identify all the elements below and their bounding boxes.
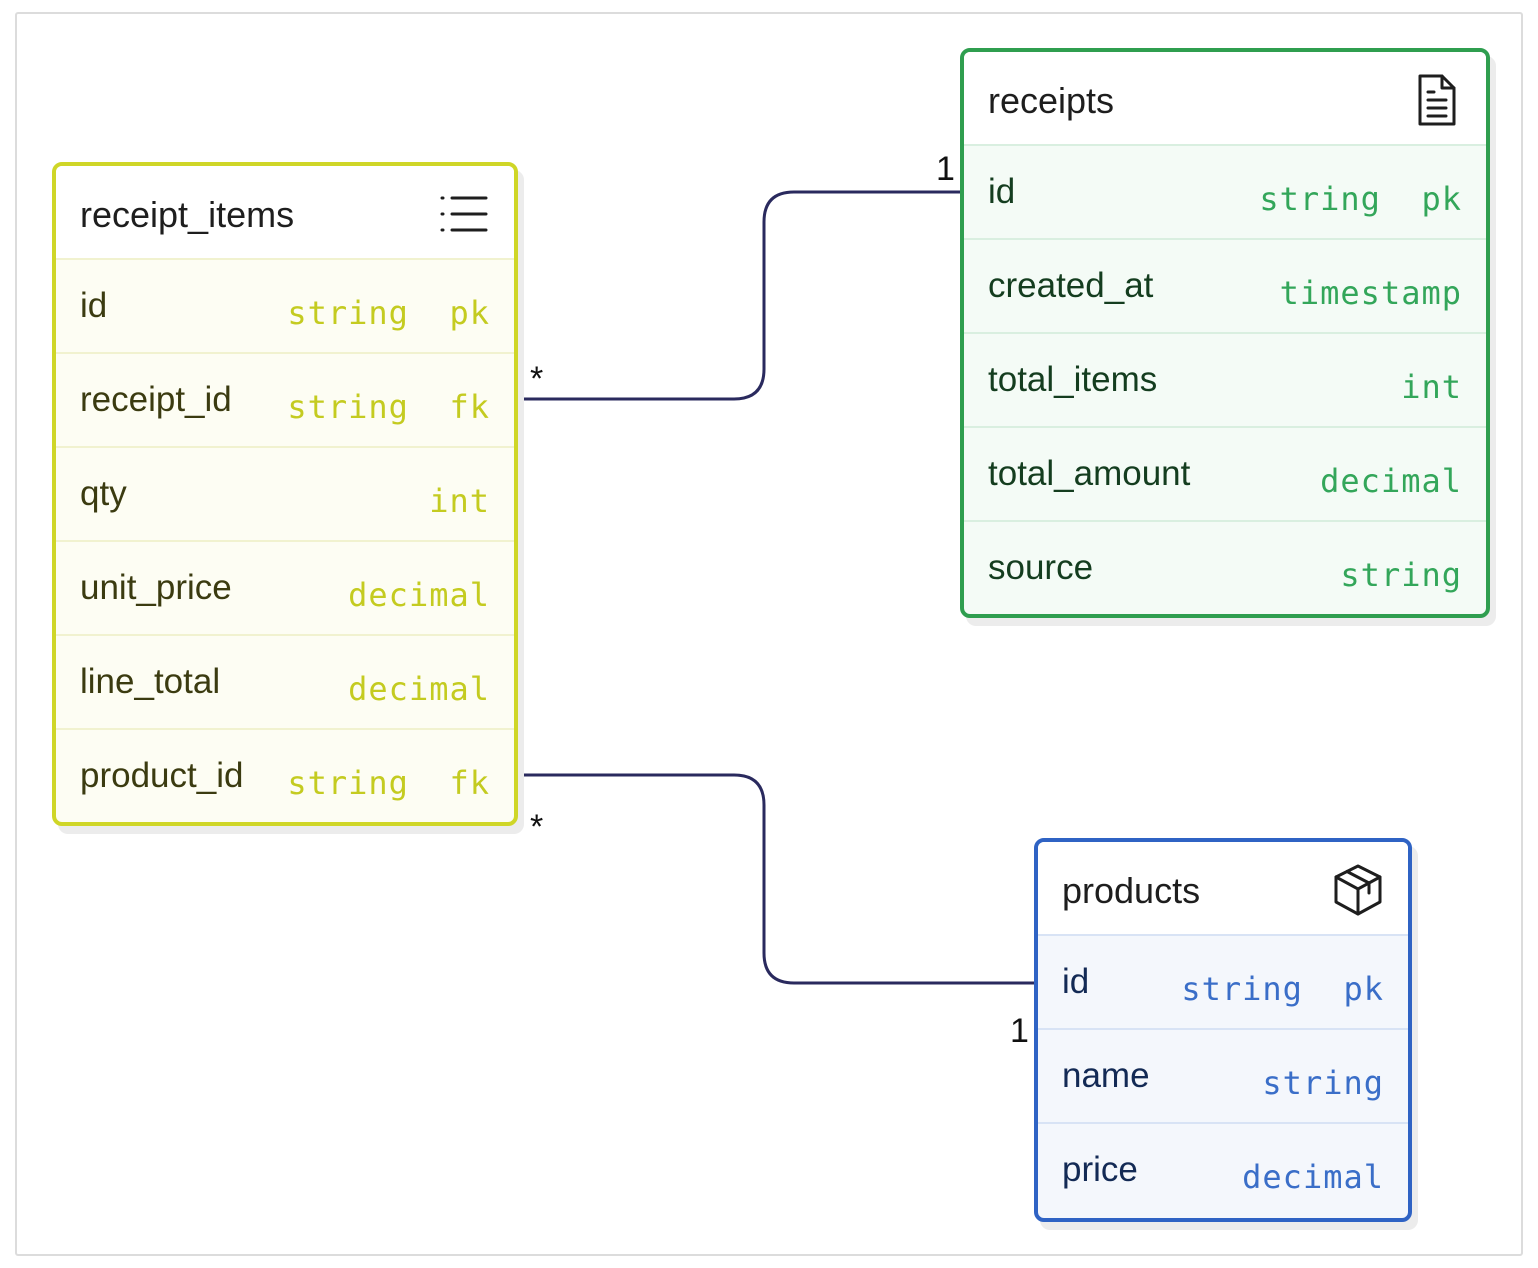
field-type: decimal xyxy=(1320,462,1462,500)
field-name: id xyxy=(1062,962,1090,1001)
field-type: string pk xyxy=(1259,180,1462,218)
field-type: string xyxy=(1340,556,1462,594)
entity-receipts[interactable]: receipts id string pk created_at timesta… xyxy=(960,48,1490,618)
field-row-price[interactable]: price decimal xyxy=(1038,1122,1408,1216)
field-type: string xyxy=(1262,1064,1384,1102)
entity-products[interactable]: products id string pk name string price … xyxy=(1034,838,1412,1222)
field-name: created_at xyxy=(988,266,1154,305)
field-name: id xyxy=(988,172,1016,211)
field-name: qty xyxy=(80,474,127,513)
field-row-total-amount[interactable]: total_amount decimal xyxy=(964,426,1486,520)
field-type: decimal xyxy=(1242,1158,1384,1196)
field-name: name xyxy=(1062,1056,1150,1095)
field-type: int xyxy=(429,482,490,520)
field-row-qty[interactable]: qty int xyxy=(56,446,514,540)
cardinality-one-receipts-id: 1 xyxy=(936,150,955,188)
field-type: timestamp xyxy=(1279,274,1462,312)
cardinality-one-products-id: 1 xyxy=(1010,1012,1029,1050)
field-type: string fk xyxy=(287,388,490,426)
field-row-name[interactable]: name string xyxy=(1038,1028,1408,1122)
list-icon xyxy=(440,196,488,232)
field-type: int xyxy=(1401,368,1462,406)
field-name: source xyxy=(988,548,1094,587)
field-name: unit_price xyxy=(80,568,232,607)
field-name: product_id xyxy=(80,756,244,795)
entity-receipt-items[interactable]: receipt_items id string pk receipt_id st… xyxy=(52,162,518,826)
cardinality-many-product-id: * xyxy=(530,808,544,846)
field-row-source[interactable]: source string xyxy=(964,520,1486,614)
field-row-id[interactable]: id string pk xyxy=(1038,934,1408,1028)
field-type: string pk xyxy=(1181,970,1384,1008)
field-row-id[interactable]: id string pk xyxy=(964,144,1486,238)
field-row-unit-price[interactable]: unit_price decimal xyxy=(56,540,514,634)
box-icon xyxy=(1334,864,1382,916)
entity-header[interactable]: products xyxy=(1038,842,1408,934)
entity-title: receipts xyxy=(988,80,1115,121)
field-type: decimal xyxy=(348,576,490,614)
field-type: decimal xyxy=(348,670,490,708)
field-row-total-items[interactable]: total_items int xyxy=(964,332,1486,426)
field-type: string fk xyxy=(287,764,490,802)
entity-title: products xyxy=(1062,870,1201,911)
field-name: total_amount xyxy=(988,454,1191,493)
field-name: price xyxy=(1062,1150,1138,1189)
cardinality-many-receipt-id: * xyxy=(530,360,544,398)
entity-title: receipt_items xyxy=(80,194,295,235)
field-name: id xyxy=(80,286,108,325)
field-name: line_total xyxy=(80,662,221,701)
field-row-created-at[interactable]: created_at timestamp xyxy=(964,238,1486,332)
field-name: receipt_id xyxy=(80,380,232,419)
field-type: string pk xyxy=(287,294,490,332)
field-row-line-total[interactable]: line_total decimal xyxy=(56,634,514,728)
field-name: total_items xyxy=(988,360,1158,399)
document-icon xyxy=(1418,74,1456,126)
field-row-id[interactable]: id string pk xyxy=(56,258,514,352)
field-row-product-id[interactable]: product_id string fk xyxy=(56,728,514,822)
entity-header[interactable]: receipt_items xyxy=(56,166,514,258)
entity-header[interactable]: receipts xyxy=(964,52,1486,144)
field-row-receipt-id[interactable]: receipt_id string fk xyxy=(56,352,514,446)
